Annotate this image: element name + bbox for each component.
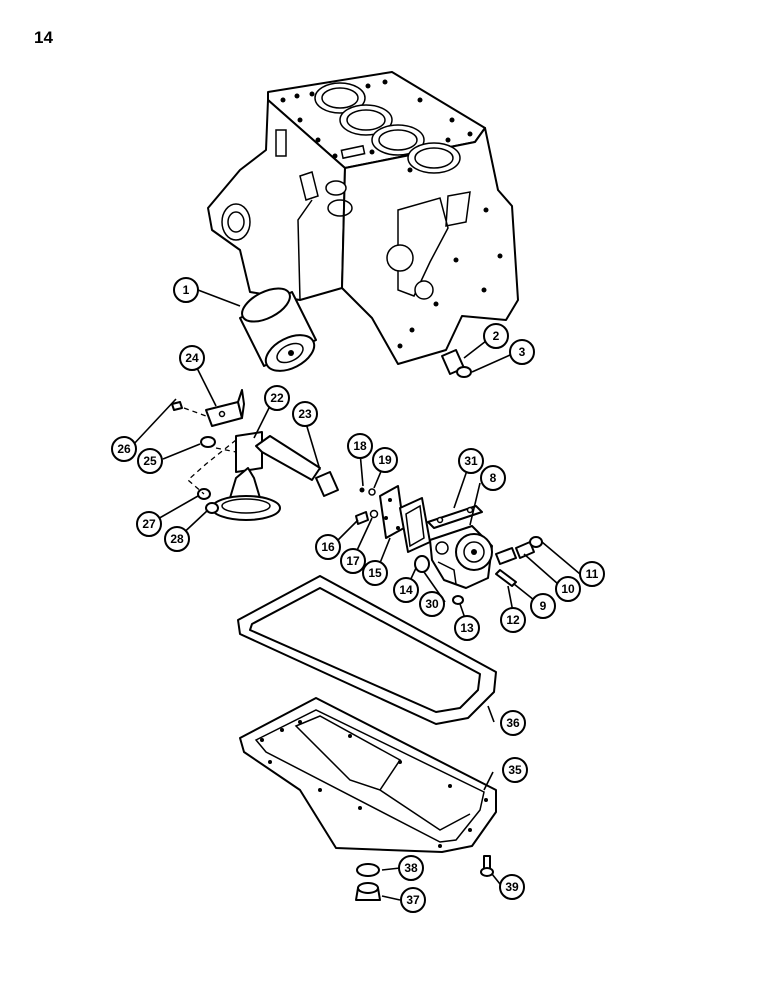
svg-text:25: 25 <box>143 454 157 468</box>
svg-text:12: 12 <box>506 613 520 627</box>
svg-text:13: 13 <box>460 621 474 635</box>
svg-text:2: 2 <box>493 329 500 343</box>
callout-27: 27 <box>136 511 162 537</box>
svg-text:18: 18 <box>353 439 367 453</box>
engine-block <box>207 71 519 365</box>
svg-text:28: 28 <box>170 532 184 546</box>
svg-text:16: 16 <box>321 540 335 554</box>
callout-31: 31 <box>458 448 484 474</box>
oil-filter <box>239 287 317 372</box>
svg-text:3: 3 <box>519 345 526 359</box>
svg-text:15: 15 <box>368 566 382 580</box>
screw-washer <box>369 509 379 519</box>
callout-12: 12 <box>500 607 526 633</box>
callout-14: 14 <box>393 577 419 603</box>
alignment-lines <box>183 407 237 495</box>
svg-text:9: 9 <box>540 599 547 613</box>
svg-text:24: 24 <box>185 351 199 365</box>
callout-18: 18 <box>347 433 373 459</box>
pump-gasket <box>399 497 431 553</box>
callout-22: 22 <box>264 385 290 411</box>
oil-pickup-tube <box>211 431 321 521</box>
svg-text:23: 23 <box>298 407 312 421</box>
relief-valve-plunger <box>495 547 517 565</box>
relief-valve-spring <box>515 541 535 559</box>
small-washer <box>368 488 376 496</box>
svg-text:22: 22 <box>270 391 284 405</box>
pan-screw <box>480 855 494 877</box>
plug-and-washer <box>441 349 472 378</box>
svg-text:19: 19 <box>378 453 392 467</box>
callout-17: 17 <box>340 548 366 574</box>
callout-8: 8 <box>480 465 506 491</box>
oil-pan-gasket <box>237 575 497 725</box>
callout-36: 36 <box>500 710 526 736</box>
o-ring <box>414 555 430 573</box>
svg-text:11: 11 <box>586 567 599 581</box>
callout-23: 23 <box>292 401 318 427</box>
svg-text:8: 8 <box>490 471 497 485</box>
callout-10: 10 <box>555 576 581 602</box>
tube-connector <box>315 471 339 497</box>
svg-text:1: 1 <box>183 283 190 297</box>
callout-3: 3 <box>509 339 535 365</box>
svg-text:10: 10 <box>561 582 575 596</box>
callout-28: 28 <box>164 526 190 552</box>
lock-washer-lower <box>205 502 219 514</box>
callout-39: 39 <box>499 874 525 900</box>
svg-text:37: 37 <box>406 893 420 907</box>
relief-valve-plug <box>529 536 543 548</box>
callout-2: 2 <box>483 323 509 349</box>
svg-text:26: 26 <box>117 442 131 456</box>
oil-pump <box>429 525 493 589</box>
callout-38: 38 <box>398 855 424 881</box>
svg-text:30: 30 <box>425 597 439 611</box>
callout-25: 25 <box>137 448 163 474</box>
svg-text:14: 14 <box>399 583 413 597</box>
svg-text:27: 27 <box>142 517 156 531</box>
lock-washer <box>200 436 216 448</box>
svg-text:36: 36 <box>506 716 520 730</box>
drain-plug-washer <box>356 863 380 877</box>
callout-26: 26 <box>111 436 137 462</box>
svg-text:38: 38 <box>404 861 418 875</box>
drain-plug <box>355 882 381 901</box>
callout-13: 13 <box>454 615 480 641</box>
mounting-bracket <box>205 389 245 427</box>
pump-plate <box>427 505 483 529</box>
svg-text:35: 35 <box>508 763 522 777</box>
callout-30: 30 <box>419 591 445 617</box>
callout-37: 37 <box>400 887 426 913</box>
callout-15: 15 <box>362 560 388 586</box>
ball <box>452 595 464 605</box>
bracket-bolt <box>171 401 183 411</box>
svg-text:31: 31 <box>464 454 478 468</box>
svg-text:17: 17 <box>346 554 360 568</box>
callout-9: 9 <box>530 593 556 619</box>
pin <box>359 487 365 493</box>
oil-pan <box>239 697 497 853</box>
callout-24: 24 <box>179 345 205 371</box>
page-number: 14 <box>34 28 53 47</box>
svg-text:39: 39 <box>505 880 519 894</box>
callout-35: 35 <box>502 757 528 783</box>
callout-16: 16 <box>315 534 341 560</box>
callout-19: 19 <box>372 447 398 473</box>
callout-1: 1 <box>173 277 199 303</box>
cover-screw <box>355 511 369 525</box>
spring-pin <box>495 569 517 587</box>
callout-11: 11 <box>579 561 605 587</box>
